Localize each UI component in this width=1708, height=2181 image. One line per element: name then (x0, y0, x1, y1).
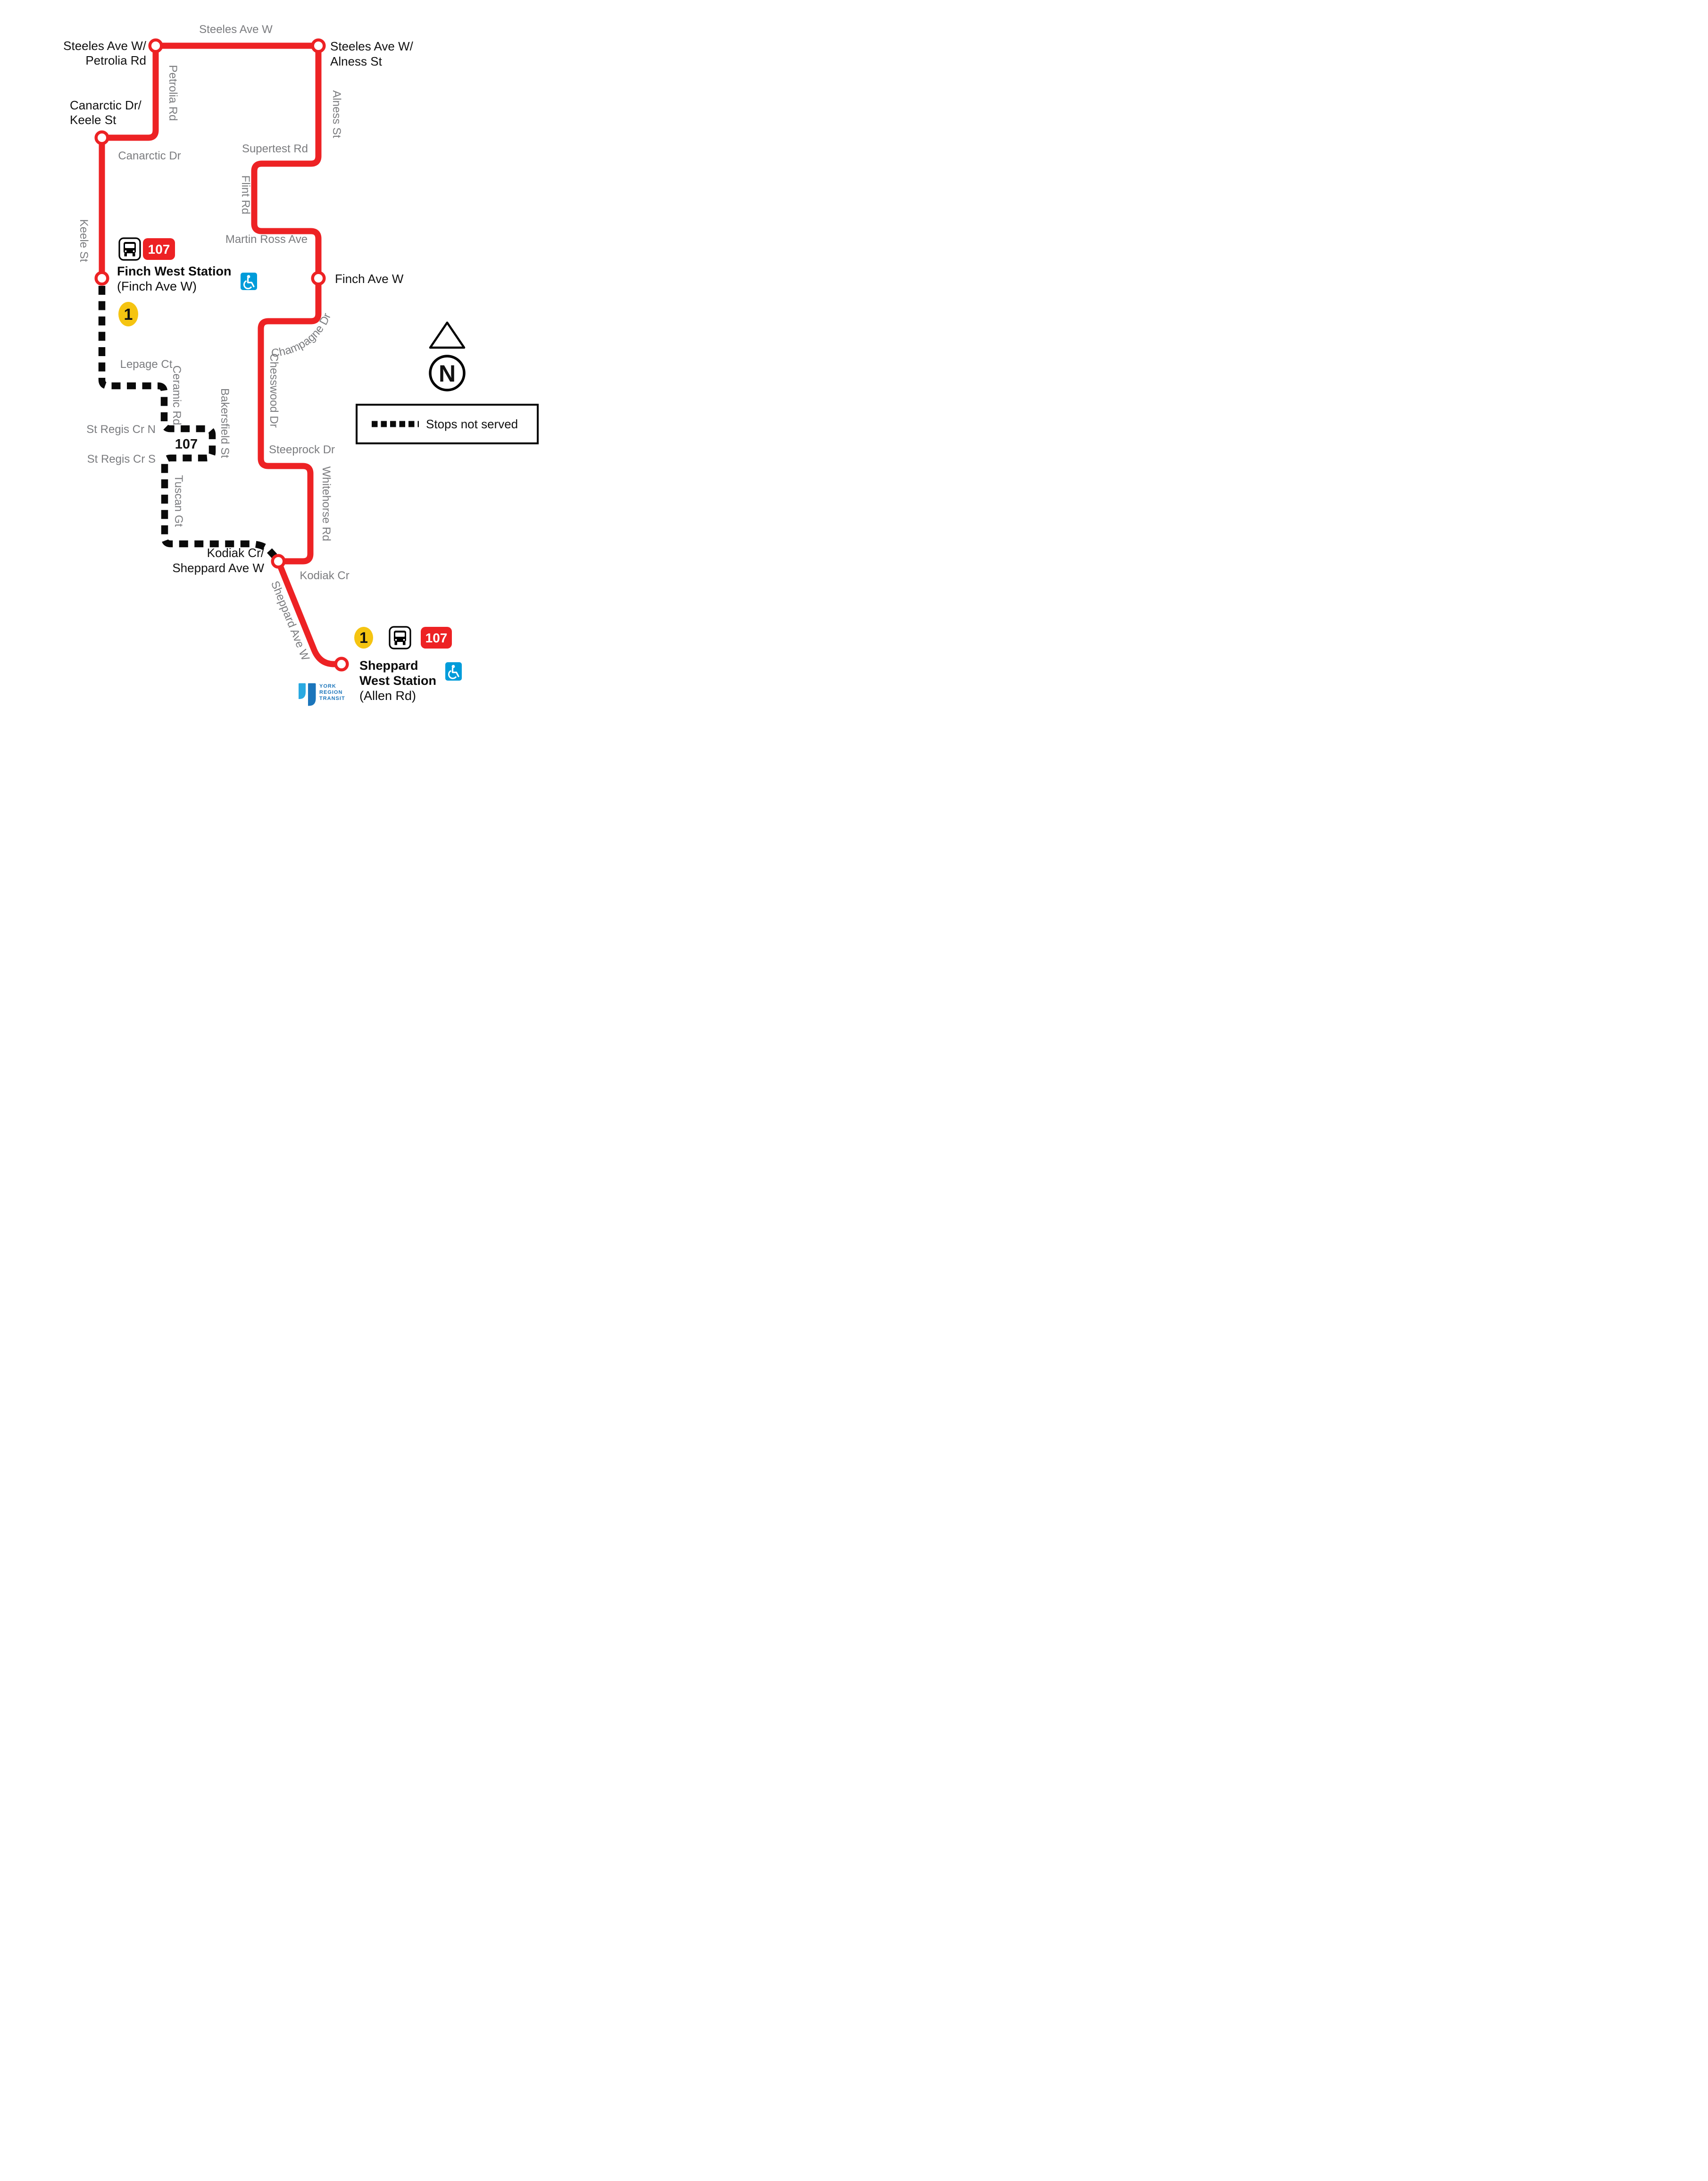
street-label-ceramic-rd: Ceramic Rd (170, 366, 183, 425)
route-107-badge-sheppard-label: 107 (425, 631, 448, 645)
stop-marker-canarctic-keele (94, 130, 109, 145)
station-sublabel-finch-west: (Finch Ave W) (117, 279, 197, 293)
accessible-icon (241, 273, 257, 290)
street-label-bakersfield-st: Bakersfield St (218, 388, 231, 458)
stop-marker-finch-ave-w (311, 271, 326, 286)
street-label-steeprock-dr: Steeprock Dr (269, 443, 335, 456)
station-label-finch-west: Finch West Station (117, 264, 232, 278)
stop-marker-steeles-petrolia (148, 38, 163, 53)
street-label-whitehorse-rd: Whitehorse Rd (320, 466, 333, 541)
stop-label-canarctic-keele-line2: Keele St (70, 113, 117, 127)
stop-label-finch-ave-w: Finch Ave W (335, 272, 404, 286)
yrt-logo-line3: TRANSIT (319, 696, 345, 701)
sheppard-west-station-group: 1 107 Sheppard West Station (Allen Rd) (354, 626, 462, 703)
finch-west-station-group: 107 Finch West Station (Finch Ave W) 1 (117, 237, 257, 326)
street-label-canarctic-dr: Canarctic Dr (118, 150, 181, 162)
yrt-logo-icon (299, 683, 316, 706)
subway-line-1-badge-label: 1 (124, 306, 133, 324)
yrt-logo-line1: YORK (319, 683, 336, 689)
subway-line-1-badge: 1 (118, 302, 138, 326)
street-label-steeles-ave-w: Steeles Ave W (199, 23, 273, 36)
yrt-logo-line2: REGION (319, 690, 342, 695)
yrt-logo-text: YORK REGION TRANSIT (319, 683, 345, 701)
station-sublabel-sheppard-west: (Allen Rd) (359, 689, 416, 703)
station-label-sheppard-west-line2: West Station (359, 674, 436, 688)
street-label-st-regis-cr-n: St Regis Cr N (86, 423, 156, 436)
bus-stop-icon-sheppard (389, 626, 411, 649)
stop-marker-steeles-alness (311, 38, 326, 53)
street-label-supertest-rd: Supertest Rd (242, 142, 308, 155)
legend-label: Stops not served (426, 417, 518, 431)
route-107-badge: 107 (143, 238, 175, 260)
stop-label-kodiak-sheppard-line2: Sheppard Ave W (172, 561, 264, 575)
north-arrow-icon: N (429, 321, 466, 391)
stop-label-steeles-alness-line1: Steeles Ave W/ (330, 39, 414, 53)
route-107-badge-sheppard: 107 (421, 627, 452, 649)
station-label-sheppard-west-line1: Sheppard (359, 658, 418, 673)
route-line-sheppard-diagonal (275, 558, 339, 667)
yrt-logo: YORK REGION TRANSIT (299, 683, 345, 706)
subway-line-1-badge-sheppard-label: 1 (359, 629, 368, 646)
subway-line-1-badge-sheppard: 1 (354, 627, 373, 649)
street-label-alness-st: Alness St (330, 90, 343, 138)
street-label-martin-ross-ave: Martin Ross Ave (225, 233, 308, 246)
street-label-petrolia-rd: Petrolia Rd (167, 65, 179, 121)
stop-marker-sheppard-west (334, 657, 349, 672)
street-label-flint-rd: Flint Rd (239, 175, 252, 215)
stop-label-canarctic-keele-line1: Canarctic Dr/ (70, 98, 142, 112)
accessible-icon-sheppard (445, 662, 462, 681)
bus-stop-icon (118, 237, 141, 261)
stop-label-steeles-petrolia-line1: Steeles Ave W/ (63, 39, 147, 53)
street-label-st-regis-cr-s: St Regis Cr S (87, 453, 156, 466)
street-label-lepage-ct: Lepage Ct (120, 358, 173, 371)
stop-marker-finch-west (94, 271, 109, 286)
route-107-badge-label: 107 (148, 242, 170, 257)
north-label: N (439, 360, 456, 387)
stop-label-steeles-alness-line2: Alness St (330, 54, 383, 68)
stop-marker-kodiak-sheppard (271, 554, 286, 569)
street-label-keele-st: Keele St (77, 219, 90, 262)
stop-label-kodiak-sheppard-line1: Kodiak Cr/ (207, 546, 265, 560)
street-label-chesswood-dr: Chesswood Dr (267, 353, 280, 427)
legend-box: Stops not served (356, 404, 539, 444)
inline-route-number: 107 (175, 437, 198, 452)
street-label-tuscan-gt: Tuscan Gt (172, 475, 185, 527)
street-label-kodiak-cr: Kodiak Cr (300, 569, 349, 582)
detour-dashed-line (98, 286, 277, 558)
route-107-map: Steeles Ave W Petrolia Rd Alness St Cana… (0, 0, 569, 727)
stop-label-steeles-petrolia-line2: Petrolia Rd (85, 53, 146, 67)
